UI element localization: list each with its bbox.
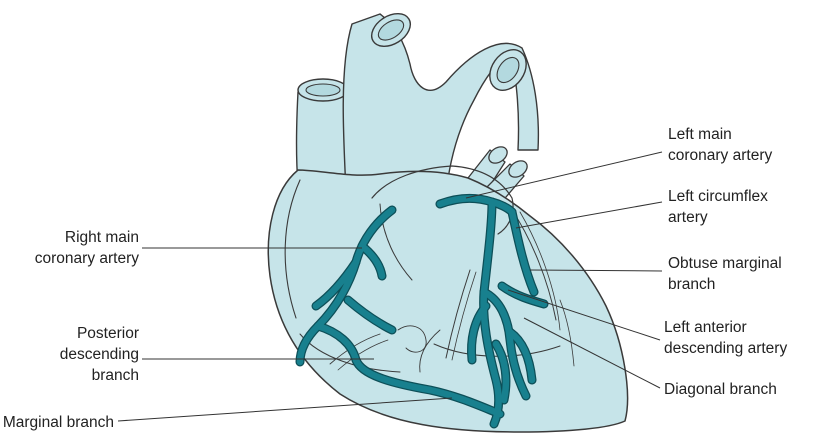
label-right-main-coronary-artery: Right main coronary artery bbox=[35, 227, 139, 269]
label-diagonal-branch: Diagonal branch bbox=[664, 379, 777, 400]
leader-left-circumflex bbox=[516, 202, 662, 228]
label-left-circumflex-artery: Left circumflex artery bbox=[668, 186, 768, 228]
heart-illustration bbox=[268, 7, 627, 432]
label-left-anterior-descending-artery: Left anterior descending artery bbox=[664, 317, 787, 359]
label-marginal-branch: Marginal branch bbox=[3, 412, 114, 433]
label-posterior-descending-branch: Posterior descending branch bbox=[60, 323, 139, 386]
label-obtuse-marginal-branch: Obtuse marginal branch bbox=[668, 253, 782, 295]
label-left-main-coronary-artery: Left main coronary artery bbox=[668, 124, 772, 166]
